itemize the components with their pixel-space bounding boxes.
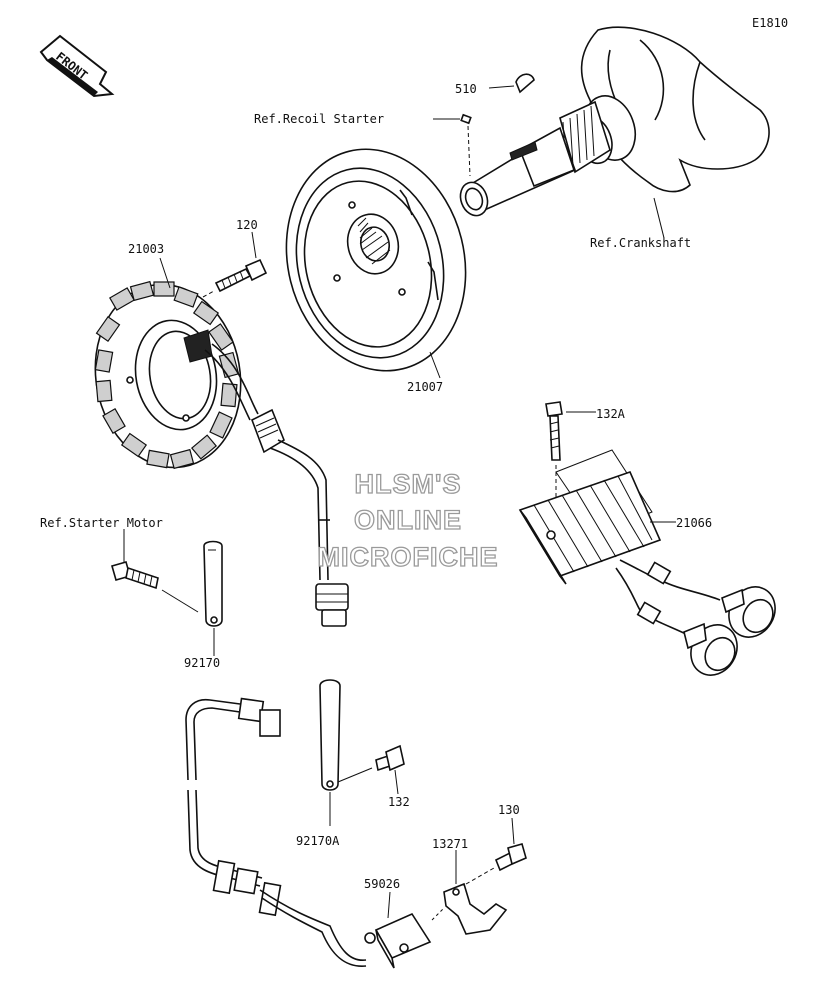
svg-text:MICROFICHE: MICROFICHE — [318, 542, 499, 572]
bolt-130 — [494, 843, 527, 872]
callout-ref-crankshaft: Ref.Crankshaft — [590, 236, 691, 250]
bolt-132 — [375, 744, 405, 772]
lead-plate-92170a — [319, 679, 341, 791]
callout-132a: 132A — [596, 407, 626, 421]
diagram-code: E1810 — [752, 16, 788, 30]
callout-21003: 21003 — [128, 242, 164, 256]
woodruff-key — [515, 73, 535, 94]
callout-13271: 13271 — [432, 837, 468, 851]
callout-21066: 21066 — [676, 516, 712, 530]
crankshaft — [459, 26, 770, 217]
callout-92170a: 92170A — [296, 834, 340, 848]
callout-59026: 59026 — [364, 877, 400, 891]
regulator-rectifier — [518, 449, 776, 676]
callout-120: 120 — [236, 218, 258, 232]
svg-text:HLSM'S: HLSM'S — [355, 469, 462, 499]
callout-130: 130 — [498, 803, 520, 817]
callout-ref-recoil-starter: Ref.Recoil Starter — [254, 112, 384, 126]
front-arrow-icon: FRONT — [39, 34, 115, 98]
callout-132: 132 — [388, 795, 410, 809]
flywheel — [285, 148, 467, 372]
callout-ref-starter-motor: Ref.Starter Motor — [40, 516, 163, 530]
lead-plate-92170 — [203, 540, 223, 627]
bracket — [443, 882, 508, 935]
starter-motor-bolt — [111, 561, 159, 590]
pickup-coil-harness — [185, 697, 367, 967]
svg-text:ONLINE: ONLINE — [354, 505, 462, 535]
callout-21007: 21007 — [407, 380, 443, 394]
watermark: HLSM'S ONLINE MICROFICHE — [317, 468, 499, 572]
bolt-120 — [214, 258, 268, 293]
bolt-132a — [545, 401, 563, 461]
stator — [94, 280, 259, 470]
callout-510: 510 — [455, 82, 477, 96]
stator-lead-connector — [250, 408, 349, 627]
pickup-coil — [364, 907, 445, 969]
callout-92170: 92170 — [184, 656, 220, 670]
